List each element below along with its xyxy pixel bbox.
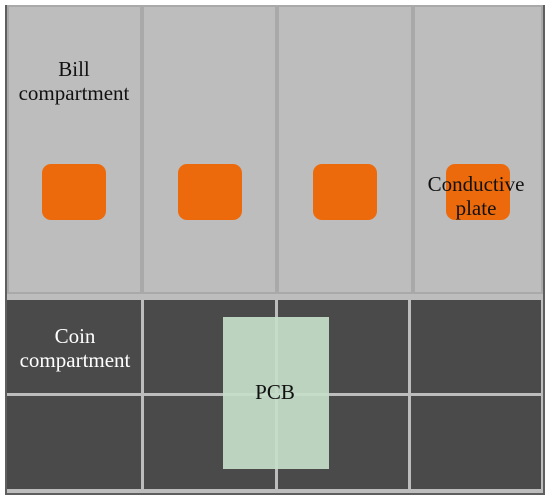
conductive-plate-2 bbox=[178, 164, 242, 220]
pcb-board bbox=[223, 317, 329, 469]
bill-compartment-3 bbox=[277, 5, 413, 294]
bill-compartment-label: Bill compartment bbox=[18, 57, 130, 105]
conductive-plate-3 bbox=[313, 164, 377, 220]
conductive-plate-4 bbox=[446, 164, 510, 220]
compartment-separator bbox=[7, 294, 543, 300]
coin-compartment-label: Coin compartment bbox=[19, 324, 131, 372]
pcb-label: PCB bbox=[255, 380, 295, 404]
bill-compartment-2 bbox=[142, 5, 277, 294]
bill-compartment-4 bbox=[413, 5, 543, 294]
bill-compartment-1 bbox=[7, 5, 142, 294]
conductive-plate-label: Conductive plate bbox=[427, 172, 525, 220]
conductive-plate-1 bbox=[42, 164, 106, 220]
